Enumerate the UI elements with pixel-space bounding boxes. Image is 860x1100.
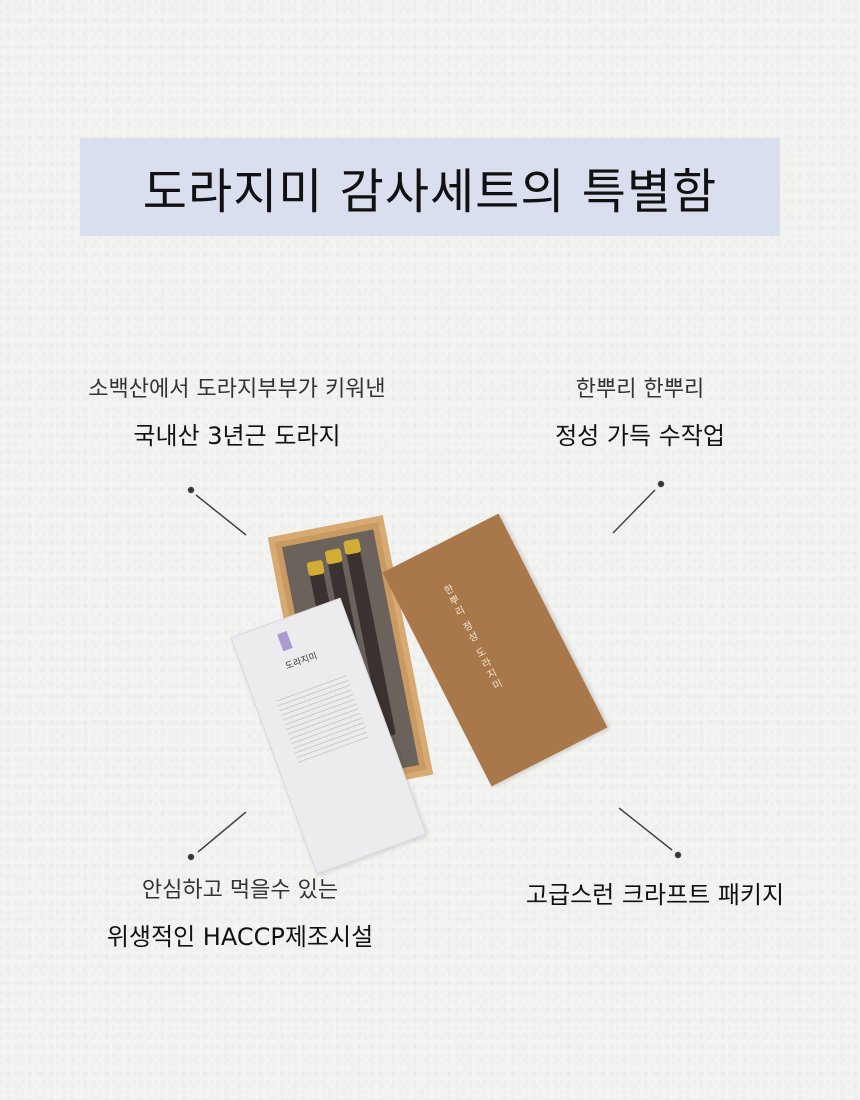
feature-line2: 위생적인 HACCP제조시설: [106, 923, 374, 951]
page-title: 도라지미 감사세트의 특별함: [142, 164, 718, 220]
feature-line1: 한뿌리 한뿌리: [575, 377, 705, 402]
connector-line: [618, 807, 673, 851]
feature-line1: 안심하고 먹을수 있는: [141, 878, 339, 903]
connector-line: [612, 489, 656, 534]
title-banner: 도라지미 감사세트의 특별함: [80, 138, 780, 236]
feature-line1: 소백산에서 도라지부부가 키워낸: [88, 377, 386, 402]
feature-line2: 고급스런 크라프트 패키지: [525, 881, 785, 909]
connector-line: [195, 494, 247, 536]
feature-kraft-package: 고급스런 크라프트 패키지: [445, 872, 860, 918]
feature-domestic-doraji: 소백산에서 도라지부부가 키워낸 국내산 3년근 도라지: [27, 367, 447, 459]
feature-handmade: 한뿌리 한뿌리 정성 가득 수작업: [430, 367, 850, 459]
connector-dot: [657, 480, 665, 488]
box-lettering: 한뿌리 정성 도라지미: [439, 583, 504, 694]
connector-dot: [674, 851, 682, 859]
connector-dot: [187, 853, 195, 861]
feature-line2: 국내산 3년근 도라지: [133, 422, 341, 450]
card-text-lines: [274, 671, 369, 763]
card-tag: [277, 631, 293, 652]
feature-haccp: 안심하고 먹을수 있는 위생적인 HACCP제조시설: [30, 868, 450, 960]
feature-line2: 정성 가득 수작업: [555, 422, 725, 450]
product-image-gift-set: 한뿌리 정성 도라지미 도라지미: [230, 490, 620, 875]
connector-line: [197, 811, 247, 853]
connector-dot: [187, 486, 195, 494]
